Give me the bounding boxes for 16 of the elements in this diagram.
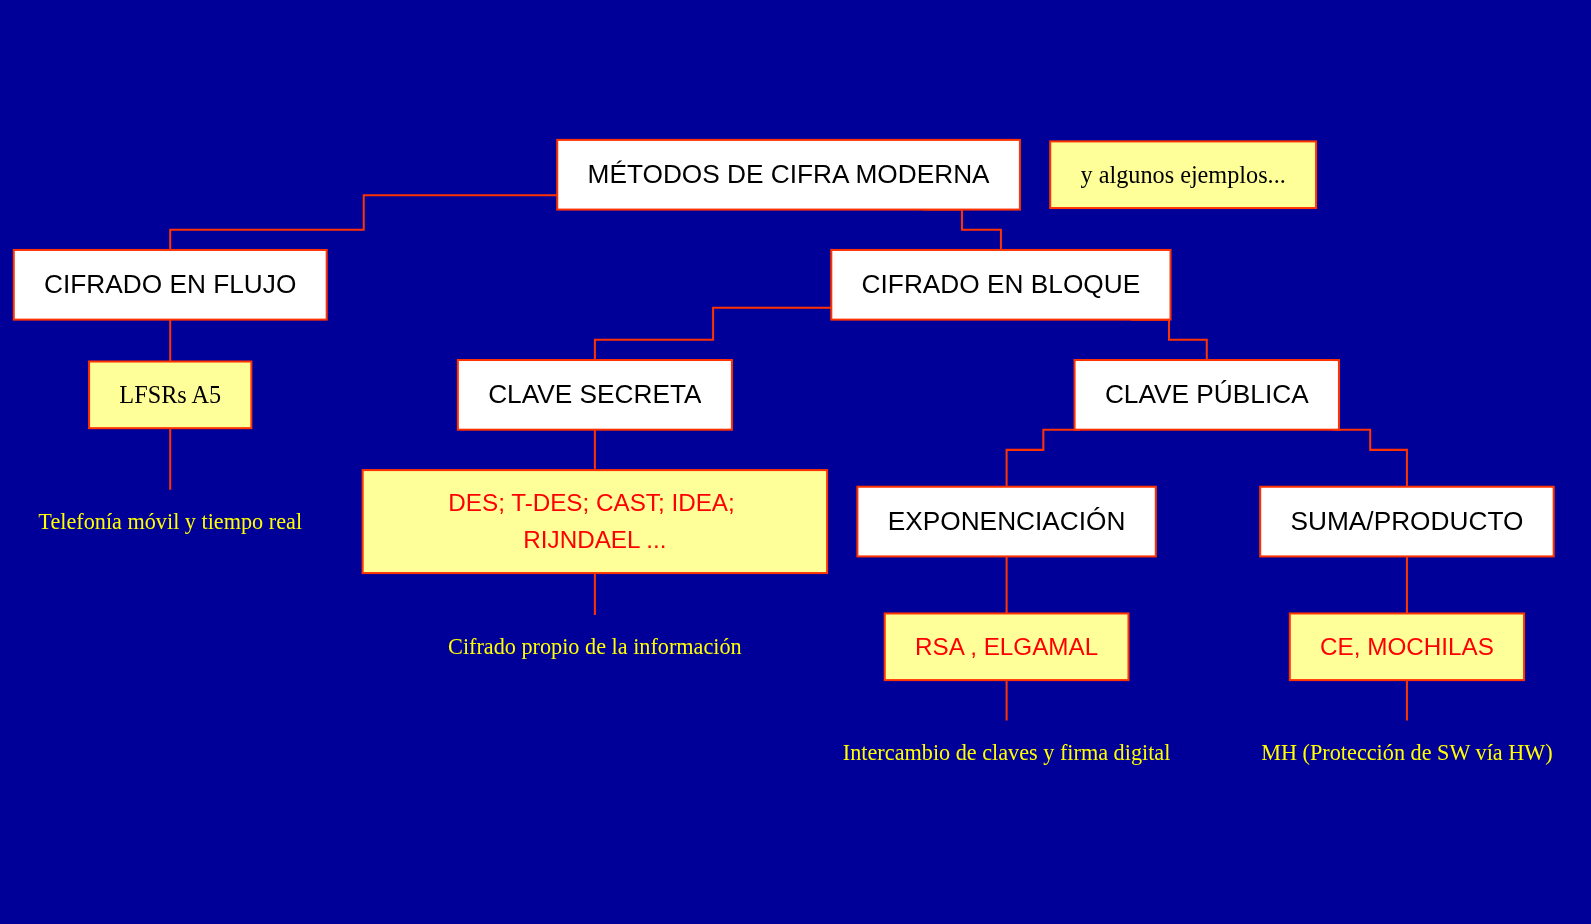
node-box: CLAVE PÚBLICA: [1073, 359, 1340, 431]
node-box: DES; T-DES; CAST; IDEA; RIJNDAEL ...: [361, 469, 829, 575]
node-label: MH (Protección de SW vía HW): [1261, 739, 1553, 765]
node-label: Intercambio de claves y firma digital: [842, 739, 1171, 765]
node-box: RSA , ELGAMAL: [883, 612, 1130, 682]
node-box: y algunos ejemplos...: [1049, 140, 1318, 210]
node-box: LFSRs A5: [88, 360, 253, 430]
node-box: CE, MOCHILAS: [1288, 612, 1526, 682]
node-box: CLAVE SECRETA: [456, 359, 733, 431]
node-box: SUMA/PRODUCTO: [1259, 485, 1555, 558]
node-box: CIFRADO EN FLUJO: [12, 248, 328, 321]
node-box: EXPONENCIACIÓN: [856, 485, 1157, 558]
node-label: Telefonía móvil y tiempo real: [38, 508, 303, 535]
node-box: MÉTODOS DE CIFRA MODERNA: [556, 138, 1021, 211]
node-label: Cifrado propio de la información: [448, 634, 742, 660]
node-box: CIFRADO EN BLOQUE: [830, 248, 1172, 321]
